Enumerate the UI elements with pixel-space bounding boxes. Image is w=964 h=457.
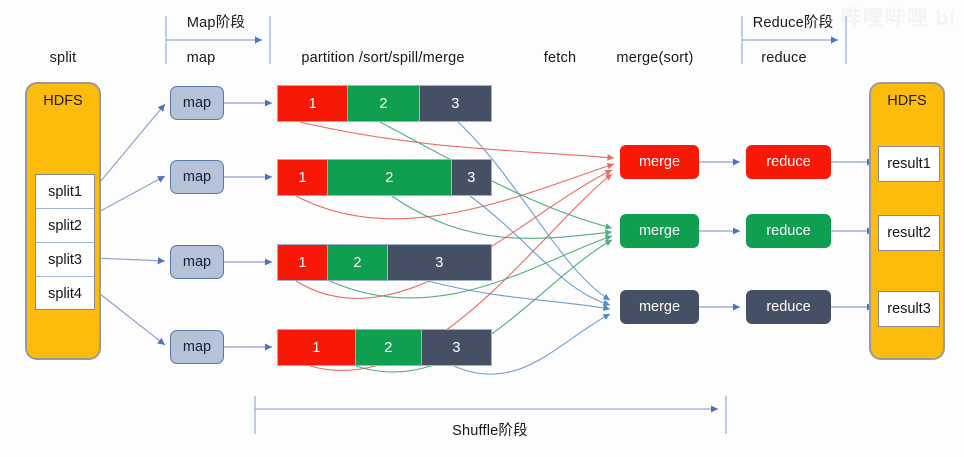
split-item-3[interactable]: split3 xyxy=(36,243,94,277)
split-item-1[interactable]: split1 xyxy=(36,175,94,209)
shuffle-curves-partition3 xyxy=(427,121,611,375)
shuffle-curves-partition2 xyxy=(329,121,613,373)
map-phase-bracket xyxy=(165,16,271,64)
split-item-4[interactable]: split4 xyxy=(48,286,82,302)
map-box-1[interactable]: map xyxy=(170,86,224,120)
partition-segment-2-2[interactable]: 2 xyxy=(328,160,452,195)
label-map: map xyxy=(186,50,216,66)
result-item-3[interactable]: result3 xyxy=(878,291,940,327)
watermark: 哔哩哔哩 bi xyxy=(840,7,956,30)
label-partition: partition /sort/spill/merge xyxy=(301,50,465,66)
split-stack: split1 split2 split3 split4 xyxy=(35,174,95,310)
partition-bar-4: 1 2 3 xyxy=(277,329,492,366)
partition-segment-1-1[interactable]: 1 xyxy=(278,86,349,121)
label-reduce: reduce xyxy=(761,50,807,66)
shuffle-phase-bracket xyxy=(254,396,727,434)
map-box-2[interactable]: map xyxy=(170,160,224,194)
hdfs-input-title: HDFS xyxy=(43,93,83,109)
label-split: split xyxy=(49,50,77,66)
partition-segment-2-1[interactable]: 1 xyxy=(278,160,329,195)
split-item-2[interactable]: split2 xyxy=(36,209,94,243)
merge-box-2[interactable]: merge xyxy=(620,214,699,248)
partition-bar-1: 1 2 3 xyxy=(277,85,492,122)
label-merge-sort: merge(sort) xyxy=(616,50,694,66)
reduce-to-result-arrows xyxy=(831,158,874,311)
reduce-box-3[interactable]: reduce xyxy=(746,290,831,324)
reduce-phase-bracket xyxy=(741,16,847,64)
partition-segment-3-1[interactable]: 1 xyxy=(278,245,329,280)
merge-box-3[interactable]: merge xyxy=(620,290,699,324)
merge-to-reduce-arrows xyxy=(699,158,740,311)
merge-box-1[interactable]: merge xyxy=(620,145,699,179)
hdfs-output[interactable]: HDFS result1 result2 result3 xyxy=(869,82,945,360)
partition-segment-1-2[interactable]: 2 xyxy=(348,86,420,121)
partition-segment-3-2[interactable]: 2 xyxy=(328,245,388,280)
partition-segment-4-3[interactable]: 3 xyxy=(421,330,491,365)
result-item-1[interactable]: result1 xyxy=(878,146,940,182)
partition-segment-4-2[interactable]: 2 xyxy=(355,330,422,365)
reduce-box-1[interactable]: reduce xyxy=(746,145,831,179)
map-to-partition-arrows xyxy=(224,99,272,351)
hdfs-output-title: HDFS xyxy=(887,93,927,109)
map-box-4[interactable]: map xyxy=(170,330,224,364)
result-item-2[interactable]: result2 xyxy=(878,215,940,251)
reduce-box-2[interactable]: reduce xyxy=(746,214,831,248)
partition-segment-2-3[interactable]: 3 xyxy=(451,160,491,195)
hdfs-input[interactable]: HDFS split1 split2 split3 split4 xyxy=(25,82,101,360)
partition-segment-3-3[interactable]: 3 xyxy=(387,245,491,280)
label-shuffle-phase: Shuffle阶段 xyxy=(452,423,528,439)
label-fetch: fetch xyxy=(543,50,577,66)
label-map-phase: Map阶段 xyxy=(186,15,246,31)
split-to-map-arrows xyxy=(94,103,166,346)
map-box-3[interactable]: map xyxy=(170,245,224,279)
partition-segment-1-3[interactable]: 3 xyxy=(419,86,491,121)
partition-bar-3: 1 2 3 xyxy=(277,244,492,281)
partition-segment-4-1[interactable]: 1 xyxy=(278,330,356,365)
partition-bar-2: 1 2 3 xyxy=(277,159,492,196)
label-reduce-phase: Reduce阶段 xyxy=(752,15,834,31)
